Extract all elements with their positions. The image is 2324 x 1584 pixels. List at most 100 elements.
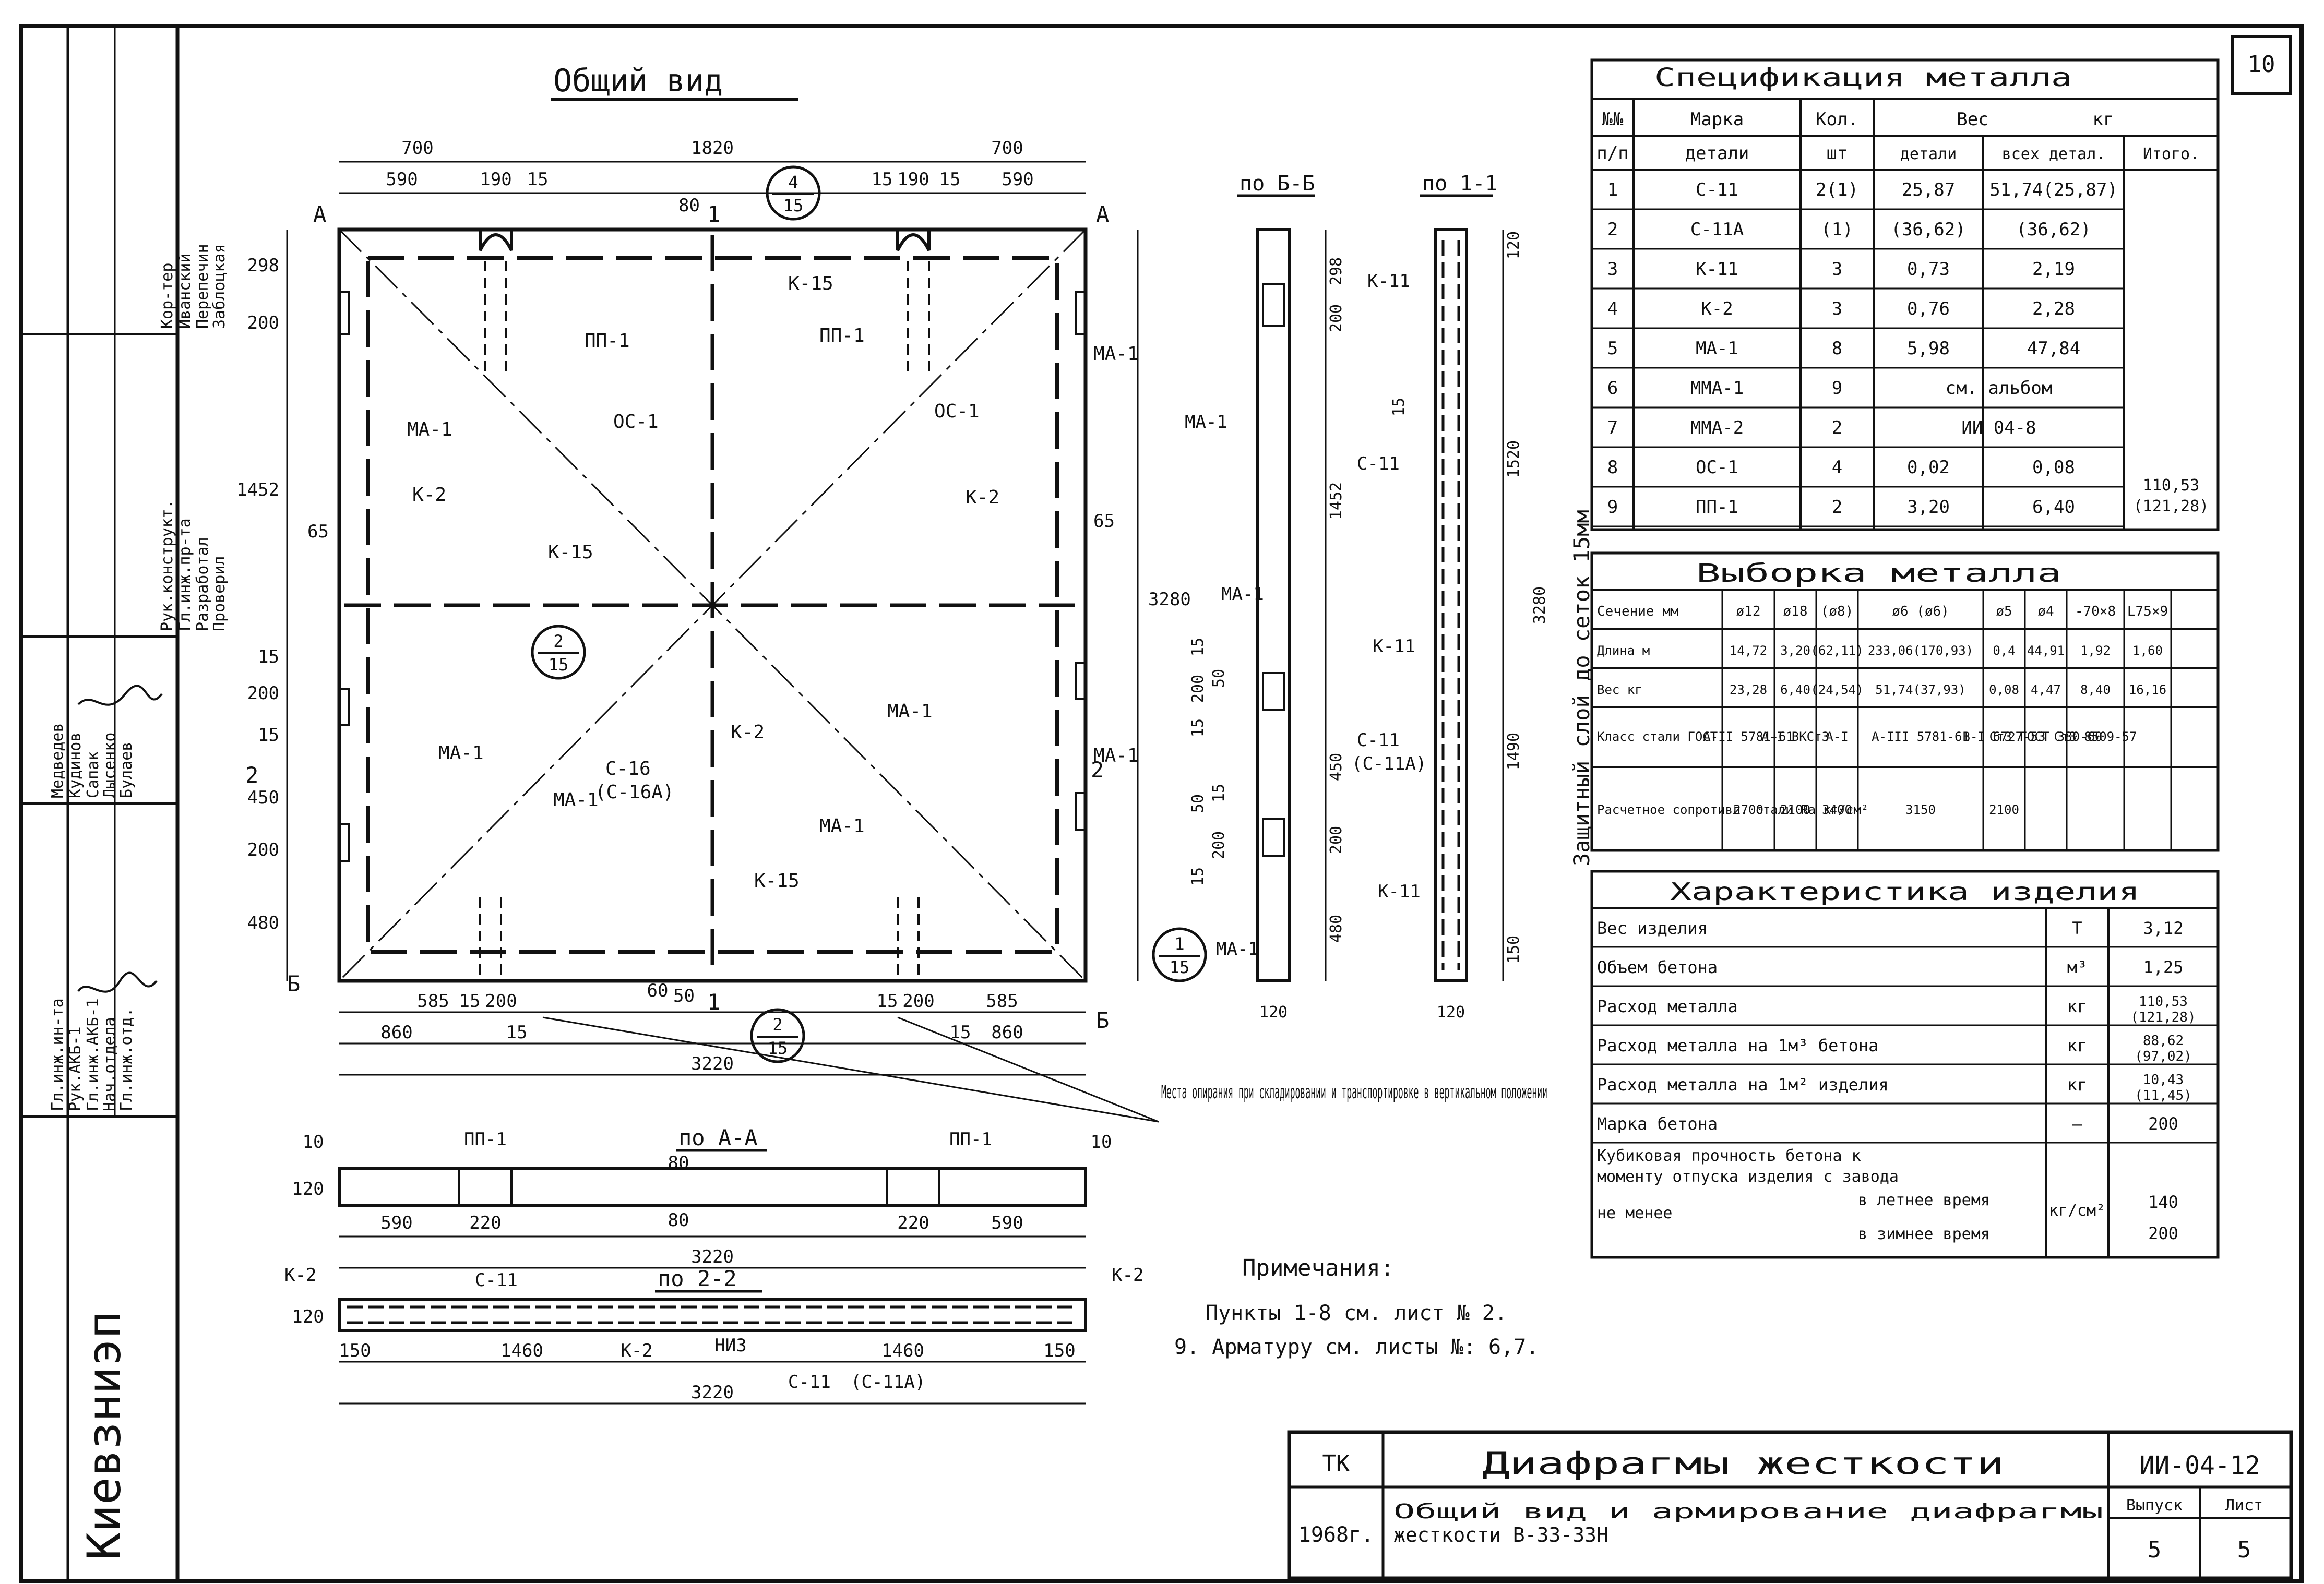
svg-text:3280: 3280 [1531, 586, 1549, 624]
support-note: Места опирания при складировании и транс… [1161, 1082, 1547, 1103]
stamp-role2-1: Рук.конструкт. [158, 499, 176, 631]
stamp-role2-3: Разработал [194, 537, 212, 631]
svg-text:всех детал.: всех детал. [2002, 145, 2106, 163]
svg-text:1520: 1520 [1505, 440, 1523, 478]
selection-cell: (62,11) [1810, 643, 1863, 658]
stamp-role-3: Гл.инж.АКБ-1 [84, 998, 102, 1111]
stamp-name-2: Кудинов [66, 733, 85, 798]
callout-label: К-15 [548, 542, 593, 563]
svg-text:150: 150 [339, 1340, 371, 1361]
svg-text:К-11: К-11 [1378, 881, 1421, 902]
note-line: 9. Арматуру см. листы №: 6,7. [1174, 1335, 1539, 1359]
svg-text:120: 120 [1437, 1003, 1465, 1022]
spec-cell: (36,62) [2016, 219, 2091, 240]
spec-cell: 2 [1832, 417, 1842, 438]
section-title: по 2-2 [658, 1266, 737, 1291]
signature-mark [77, 685, 163, 706]
detail-ref-bubble: 2 15 [531, 625, 586, 680]
section-mark: А [1096, 201, 1109, 227]
spec-cell: 2 [1607, 219, 1618, 240]
spec-cell: 8 [1832, 338, 1842, 359]
svg-text:150: 150 [1505, 935, 1523, 964]
dim-label: 15 [258, 646, 279, 667]
svg-text:200: 200 [1189, 675, 1207, 703]
svg-text:15: 15 [783, 196, 804, 215]
svg-text:(С-11А): (С-11А) [1352, 753, 1426, 774]
general-view-title: Общий вид [553, 63, 723, 99]
svg-text:К-2: К-2 [621, 1340, 652, 1361]
dim-label: 585 [986, 991, 1018, 1012]
dim-label: 200 [247, 839, 279, 860]
callout-label: С-16 [605, 758, 651, 779]
dim-label: 860 [380, 1022, 412, 1043]
svg-text:15: 15 [1189, 638, 1207, 656]
svg-text:3220: 3220 [691, 1246, 734, 1267]
selection-header: ø6 (ø6) [1892, 604, 1949, 619]
spec-cell: 9 [1832, 378, 1842, 399]
selection-cell: 3150 [1905, 802, 1936, 817]
selection-cell: 0,08 [1989, 682, 2019, 697]
spec-cell: ММА-1 [1690, 378, 1744, 399]
stamp-name-4: Лысенко [101, 733, 119, 798]
section-aa: по А-А ПП-1 ПП-1 10 10 120 80 80 590 220… [292, 1125, 1112, 1269]
char-title: Характеристика изделия [1670, 878, 2140, 906]
tk-label: ТК [1322, 1450, 1350, 1477]
issue-value: 5 [2148, 1537, 2162, 1563]
svg-text:15: 15 [1189, 718, 1207, 737]
section-mark: 2 [1091, 757, 1104, 783]
svg-text:15: 15 [1390, 398, 1408, 416]
section-11: по 1-1 120 1520 3280 1490 150 120 К-11 С… [1352, 172, 1594, 1022]
section-title: по Б-Б [1240, 172, 1315, 196]
dim-label: 65 [307, 521, 329, 542]
dim-label: 200 [902, 991, 934, 1012]
selection-header: ø12 [1736, 604, 1761, 619]
title-block: ТК 1968г. Диафрагмы жесткости Общий вид … [1287, 1430, 2293, 1580]
svg-text:Кол.: Кол. [1816, 109, 1858, 130]
dim-label: 60 [647, 980, 669, 1001]
dim-label: 200 [247, 683, 279, 704]
selection-cell: 23,28 [1730, 682, 1767, 697]
spec-cell: 6,40 [2032, 497, 2075, 518]
spec-cell: С-11 [1696, 179, 1738, 200]
selection-cell: 14,72 [1730, 643, 1767, 658]
spec-cell: МА-1 [1696, 338, 1738, 359]
dim-label: 860 [991, 1022, 1023, 1043]
selection-cell: А-I [1826, 729, 1848, 744]
callout-label: (С-16А) [595, 782, 674, 803]
dim-label: 480 [247, 913, 279, 933]
svg-text:80: 80 [668, 1210, 689, 1231]
svg-text:С-11: С-11 [788, 1372, 831, 1393]
char-value: 3,12 [2143, 918, 2183, 938]
char-value: (121,28) [2130, 1010, 2196, 1025]
svg-text:50: 50 [1189, 794, 1207, 813]
stamp-name2-3: Перепечин [194, 244, 212, 329]
selection-cell: Класс стали ГОСТ [1597, 729, 1718, 744]
svg-text:480: 480 [1327, 915, 1345, 943]
callout-label: К-2 [966, 487, 999, 508]
dim-label: 50 [673, 986, 695, 1006]
dim-label: 15 [877, 991, 898, 1012]
spec-table: Спецификация металла №№ Марка Кол. Вес к… [1590, 58, 2220, 531]
dim-label: 200 [247, 313, 279, 333]
dim-label: 3280 [1148, 589, 1191, 610]
selection-cell: Ст3 8509-57 [2054, 729, 2137, 744]
svg-text:200: 200 [1327, 304, 1345, 332]
callout-label: МА-1 [553, 789, 599, 811]
selection-cell: Длина м [1597, 643, 1650, 658]
svg-text:200: 200 [2148, 1223, 2178, 1243]
spec-cell: 5,98 [1907, 338, 1950, 359]
svg-text:3220: 3220 [691, 1382, 734, 1403]
spec-cell: 2,19 [2032, 259, 2075, 280]
svg-text:кг/см²: кг/см² [2049, 1202, 2105, 1220]
char-value: (11,45) [2135, 1088, 2192, 1103]
svg-text:1460: 1460 [500, 1340, 543, 1361]
svg-text:2: 2 [553, 631, 563, 651]
selection-cell: 3,20 [1780, 643, 1810, 658]
callout-label: МА-1 [887, 701, 933, 722]
svg-text:200: 200 [1210, 831, 1228, 859]
selection-cell: 6,40 [1780, 682, 1810, 697]
char-value: 88,62 [2143, 1033, 2184, 1049]
stamp-role-5: Гл.инж.отд. [117, 1007, 136, 1111]
selection-cell: 44,91 [2027, 643, 2065, 658]
